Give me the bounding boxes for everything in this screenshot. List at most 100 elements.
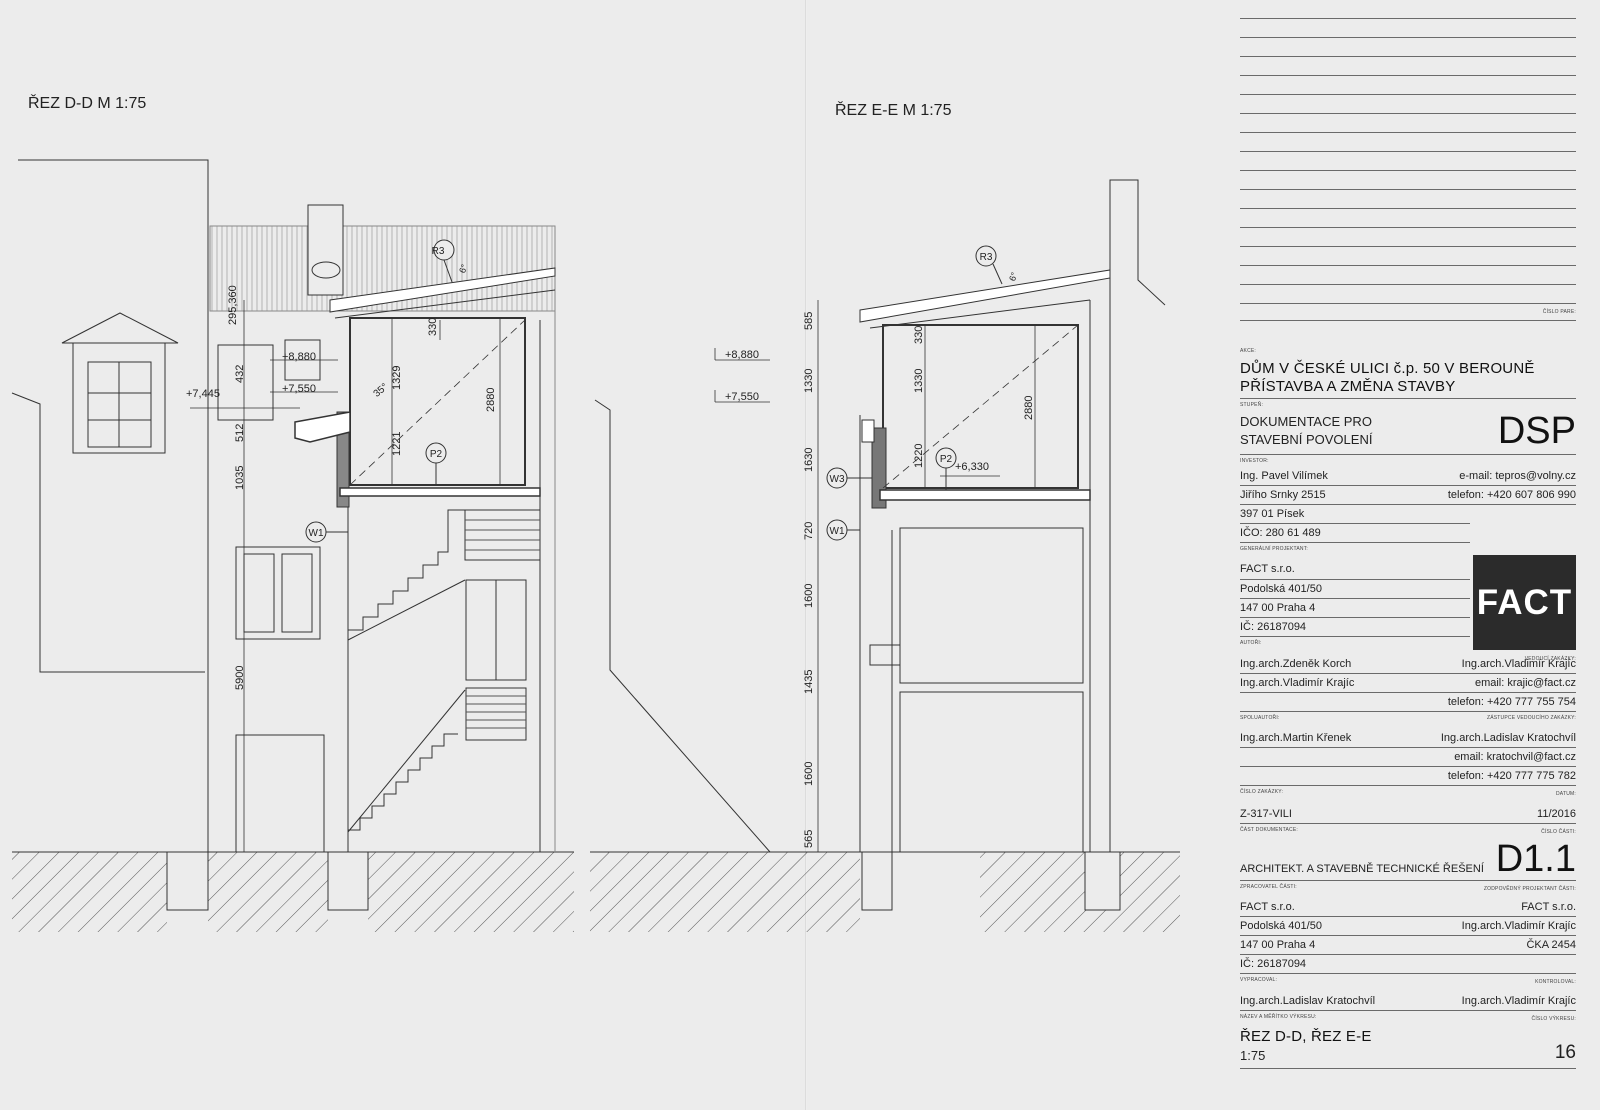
dim-e-11: 1220 xyxy=(913,444,925,468)
investor-caption: INVESTOR: xyxy=(1240,458,1269,464)
cast-name: ARCHITEKT. A STAVEBNĚ TECHNICKÉ ŘEŠENÍ xyxy=(1240,863,1484,875)
zpracovatel-caption: ZPRACOVATEL ČÁSTI: xyxy=(1240,884,1297,890)
dim-d-1: 295,360 xyxy=(227,285,239,325)
fact-logo: FACT xyxy=(1473,555,1576,650)
zastupce-name: Ing.arch.Ladislav Kratochvíl xyxy=(1440,732,1576,744)
vedouci-phone: telefon: +420 777 755 754 xyxy=(1447,696,1576,708)
dim-e-7: 1600 xyxy=(803,762,815,786)
paper-fold xyxy=(805,0,807,1110)
kontroloval: Ing.arch.Vladimír Krajíc xyxy=(1461,995,1576,1007)
dim-d-9: 2880 xyxy=(485,388,497,412)
zpracovatel-ic: IČ: 26187094 xyxy=(1240,958,1307,970)
investor-name: Ing. Pavel Vilímek xyxy=(1240,470,1328,482)
stupen-line-1: DOKUMENTACE PRO xyxy=(1240,414,1372,429)
dim-e-8: 565 xyxy=(803,830,815,848)
cislo-casti-caption: ČÍSLO ČÁSTI: xyxy=(1541,829,1576,835)
dim-d-2: 432 xyxy=(234,365,246,383)
tag-d-p2: P2 xyxy=(430,449,443,460)
kontroloval-caption: KONTROLOVAL: xyxy=(1535,979,1576,985)
tag-d-w1: W1 xyxy=(309,528,324,539)
vedouci-caption: VEDOUCÍ ZAKÁZKY: xyxy=(1524,656,1576,662)
cast-caption: ČÁST DOKUMENTACE: xyxy=(1240,827,1298,833)
zodpovedny-firm: FACT s.r.o. xyxy=(1521,901,1576,913)
section-e-title: ŘEZ E-E M 1:75 xyxy=(835,102,952,119)
vypracoval-caption: VYPRACOVAL: xyxy=(1240,977,1278,983)
zastupce-caption: ZÁSTUPCE VEDOUCÍHO ZAKÁZKY: xyxy=(1486,715,1576,721)
zodpovedny-name: Ing.arch.Vladimír Krajíc xyxy=(1461,920,1576,932)
vypracoval: Ing.arch.Ladislav Kratochvíl xyxy=(1240,995,1376,1007)
gp-name: FACT s.r.o. xyxy=(1240,563,1295,575)
pitch-d: 6° xyxy=(457,263,469,275)
datum: 11/2016 xyxy=(1537,808,1576,820)
dim-d-6: 1329 xyxy=(391,366,403,390)
dim-e-1: 585 xyxy=(803,312,815,330)
tag-e-w3: W3 xyxy=(830,474,845,485)
investor-street: Jiřího Srnky 2515 xyxy=(1240,489,1326,501)
level-e-7550: +7,550 xyxy=(725,391,759,403)
dim-d-3: 512 xyxy=(234,424,246,442)
gp-city: 147 00 Praha 4 xyxy=(1240,602,1316,614)
cislo-vykresu: 16 xyxy=(1554,1042,1576,1063)
cislo-pare-caption: ČÍSLO PARE: xyxy=(1542,309,1576,315)
autor-1: Ing.arch.Zdeněk Korch xyxy=(1240,658,1352,670)
tag-e-p2: P2 xyxy=(940,454,953,465)
level-e-8880: +8,880 xyxy=(725,349,759,361)
title-block: ČÍSLO PARE: AKCE: DŮM V ČESKÉ ULICI č.p.… xyxy=(1240,18,1576,1098)
zodpovedny-cka: ČKA 2454 xyxy=(1526,939,1576,951)
investor-email: e-mail: tepros@volny.cz xyxy=(1459,470,1576,482)
investor-ico: IČO: 280 61 489 xyxy=(1240,527,1321,539)
dim-d-5: 5900 xyxy=(234,666,246,690)
dim-e-4: 720 xyxy=(803,522,815,540)
gp-ic: IČ: 26187094 xyxy=(1240,621,1307,633)
dim-d-4: 1035 xyxy=(234,466,246,490)
zpracovatel-name: FACT s.r.o. xyxy=(1240,901,1295,913)
dim-e-10: 1330 xyxy=(913,369,925,393)
level-d-7445: +7,445 xyxy=(186,388,220,400)
cislo-zakazky: Z-317-VILI xyxy=(1240,808,1292,820)
zpracovatel-street: Podolská 401/50 xyxy=(1240,920,1322,932)
stupen-caption: STUPEŇ: xyxy=(1240,402,1264,408)
meritko: 1:75 xyxy=(1240,1048,1266,1063)
autor-2: Ing.arch.Vladimír Krajíc xyxy=(1240,677,1355,689)
dim-e-6: 1435 xyxy=(803,670,815,694)
tag-d-r3: R3 xyxy=(432,246,445,257)
tag-e-r3: R3 xyxy=(980,252,993,263)
cislo-vykresu-caption: ČÍSLO VÝKRESU: xyxy=(1531,1016,1576,1022)
nazev-vykresu: ŘEZ D-D, ŘEZ E-E xyxy=(1240,1028,1372,1045)
angle-d: 35° xyxy=(372,382,391,400)
zodpovedny-caption: ZODPOVĚDNÝ PROJEKTANT ČÁSTI: xyxy=(1483,886,1576,892)
cislo-casti: D1.1 xyxy=(1495,838,1576,880)
autori-caption: AUTOŘI: xyxy=(1240,640,1262,646)
cislo-zakazky-caption: ČÍSLO ZAKÁZKY: xyxy=(1240,789,1284,795)
spoluautor-name: Ing.arch.Martin Křenek xyxy=(1240,732,1352,744)
zastupce-email: email: kratochvil@fact.cz xyxy=(1454,751,1576,763)
stupen-code: DSP xyxy=(1497,410,1576,452)
section-d-drawing: +8,880 +7,550 +7,445 295,360 432 512 103… xyxy=(11,159,574,932)
datum-caption: DATUM: xyxy=(1556,791,1576,797)
level-d-8880: +8,880 xyxy=(282,351,316,363)
investor-phone: telefon: +420 607 806 990 xyxy=(1447,489,1576,501)
akce-line-1: DŮM V ČESKÉ ULICI č.p. 50 V BEROUNĚ xyxy=(1240,360,1535,377)
dim-e-9: 330 xyxy=(913,326,925,344)
section-d-title: ŘEZ D-D M 1:75 xyxy=(28,95,147,112)
akce-caption: AKCE: xyxy=(1240,348,1257,354)
vedouci-name: Ing.arch.Vladimír Krajíc xyxy=(1461,658,1576,670)
dim-e-12: 2880 xyxy=(1023,396,1035,420)
akce-line-2: PŘÍSTAVBA A ZMĚNA STAVBY xyxy=(1240,378,1456,395)
dim-e-5: 1600 xyxy=(803,584,815,608)
gp-street: Podolská 401/50 xyxy=(1240,583,1322,595)
nazev-caption: NÁZEV A MĚŘÍTKO VÝKRESU: xyxy=(1240,1014,1317,1020)
dim-e-3: 1630 xyxy=(803,448,815,472)
stupen-line-2: STAVEBNÍ POVOLENÍ xyxy=(1240,432,1373,447)
gp-caption: GENERÁLNÍ PROJEKTANT: xyxy=(1240,546,1309,552)
level-d-7550: +7,550 xyxy=(282,383,316,395)
level-e-6330: +6,330 xyxy=(955,461,989,473)
dim-d-7: 1221 xyxy=(391,432,403,456)
investor-city: 397 01 Písek xyxy=(1240,508,1305,520)
dim-d-8: 330 xyxy=(427,318,439,336)
section-e-drawing: +8,880 +7,550 +6,330 585 1330 1630 720 1… xyxy=(590,179,1180,932)
tag-e-w1: W1 xyxy=(830,526,845,537)
zpracovatel-city: 147 00 Praha 4 xyxy=(1240,939,1316,951)
pitch-e: 6° xyxy=(1007,271,1019,283)
